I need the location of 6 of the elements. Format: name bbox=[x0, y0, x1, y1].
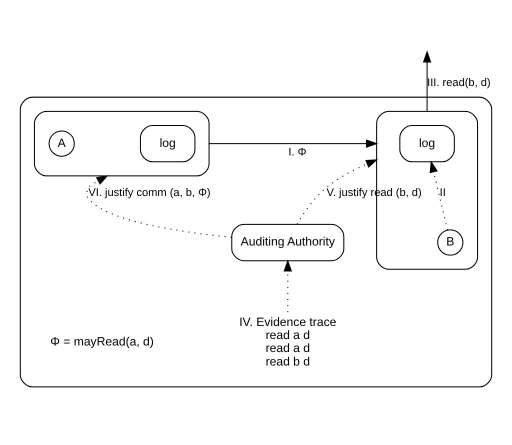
node-text: IV. Evidence trace read a d read a d read b d bbox=[239, 314, 336, 368]
label: Φ = mayRead(a, d) bbox=[50, 334, 154, 348]
edge-label: VI. justify comm (a, b, Φ) bbox=[88, 186, 211, 198]
edge-label: I. Φ bbox=[288, 146, 306, 158]
edge-label: II bbox=[440, 186, 446, 198]
edge-label: III. read(b, d) bbox=[427, 76, 491, 88]
